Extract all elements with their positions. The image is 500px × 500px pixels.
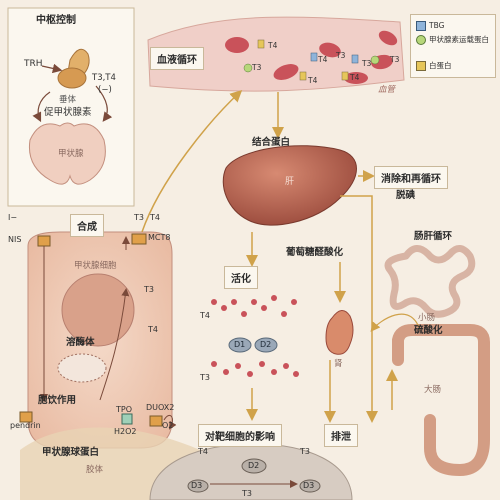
iodide-label: I−	[8, 213, 18, 222]
d2-enzyme	[254, 337, 278, 353]
kidney-shape	[325, 310, 354, 355]
legend-ttr: 甲状腺素运载蛋白	[416, 35, 490, 45]
target-t3-label: T3	[300, 447, 310, 456]
d2-label: D2	[260, 340, 272, 349]
legend: TBG 甲状腺素运载蛋白 白蛋白	[410, 14, 496, 78]
d2-enzyme-target	[241, 458, 267, 474]
large-intestine-label: 大肠	[424, 385, 442, 395]
trh-label: TRH	[24, 59, 43, 69]
mct8-transporter	[131, 233, 147, 245]
duox2-enzyme	[149, 415, 163, 427]
binding-proteins-label: 结合蛋白	[252, 137, 291, 148]
activation-title: 活化	[224, 266, 258, 289]
lysosome-label: 溶酶体	[66, 337, 95, 348]
large-intestine-shape	[392, 324, 490, 477]
hormone-label: T3	[390, 55, 400, 64]
target-t3-bottom-label: T3	[242, 489, 252, 498]
deiodination-label: 脱碘	[396, 190, 416, 201]
d1-enzyme	[228, 337, 252, 353]
excretion-box: 排泄	[324, 424, 358, 447]
d3-enzyme-right	[299, 479, 321, 493]
lysosome-shape	[57, 353, 107, 383]
synthesis-t4-label: T4	[150, 213, 160, 222]
target-effect-title: 对靶细胞的影响	[198, 424, 282, 447]
tsh-label: 促甲状腺素	[44, 107, 92, 118]
nis-label: NIS	[8, 235, 22, 244]
tbg-swatch-icon	[416, 21, 426, 31]
cell-nucleus	[61, 273, 135, 347]
legend-tbg: TBG	[416, 21, 490, 31]
hormone-label: T3	[336, 51, 346, 60]
target-d3-right-label: D3	[303, 481, 315, 490]
o2-label: O2	[162, 421, 174, 430]
d1-label: D1	[234, 340, 246, 349]
small-intestine-shape	[384, 245, 476, 318]
tpo-label: TPO	[116, 405, 133, 414]
albumin-swatch-icon	[416, 61, 426, 71]
h2o2-label: H2O2	[114, 427, 137, 436]
thyroglobulin-label: 甲状腺球蛋白	[42, 447, 100, 458]
feedback-t3t4-label: T3,T4	[92, 73, 116, 83]
small-intestine-label: 小肠	[418, 313, 436, 323]
clearance-box: 消除和再循环	[374, 166, 448, 189]
ttr-swatch-icon	[416, 35, 426, 45]
liver-label: 肝	[285, 177, 295, 187]
activation-t3-label: T3	[200, 373, 210, 382]
glucuronidation-label: 葡萄糖醛酸化	[286, 247, 344, 258]
feedback-minus-label: (−)	[98, 85, 112, 95]
nis-transporter	[37, 235, 51, 247]
hormone-label: T4	[268, 41, 278, 50]
pendrin-transporter	[19, 411, 33, 423]
vessel-label: 血管	[378, 85, 396, 95]
t3-molecule	[211, 361, 299, 377]
pituitary-lobe	[57, 67, 87, 89]
colloid-label: 胶体	[86, 465, 104, 475]
synthesis-t3-label: T3	[134, 213, 144, 222]
cell-t4-label: T4	[148, 325, 158, 334]
enterohepatic-title: 肠肝循环	[414, 231, 453, 242]
duox2-label: DUOX2	[146, 403, 175, 412]
legend-albumin: 白蛋白	[416, 61, 490, 71]
hormone-label: T4	[318, 55, 328, 64]
thyroid-cell-label: 甲状腺细胞	[74, 261, 117, 271]
d3-enzyme-left	[187, 479, 209, 493]
sulfation-label: 硫酸化	[414, 325, 443, 336]
red-blood-cells	[225, 30, 398, 84]
hormone-label: T4	[350, 73, 360, 82]
pinocytosis-label: 胞饮作用	[38, 395, 77, 406]
hormone-label: T3	[252, 63, 262, 72]
target-t4-label: T4	[198, 447, 208, 456]
hormone-label: T4	[308, 76, 318, 85]
target-d2-label: D2	[248, 461, 260, 470]
activation-t4-label: T4	[200, 311, 210, 320]
circulation-title: 血液循环	[150, 47, 204, 70]
liver-shape	[222, 145, 357, 226]
pendrin-label: pendrin	[10, 421, 41, 430]
t4-molecule	[211, 295, 297, 317]
pituitary-label: 垂体	[59, 95, 77, 105]
kidney-label: 肾	[334, 359, 343, 369]
hormone-label: T3	[362, 59, 372, 68]
synthesis-title: 合成	[70, 214, 104, 237]
target-d3-left-label: D3	[191, 481, 203, 490]
mct8-label: MCT8	[148, 233, 171, 242]
thyroid-gland-label: 甲状腺	[58, 149, 84, 159]
central-control-title: 中枢控制	[36, 15, 76, 26]
cell-t3-label: T3	[144, 285, 154, 294]
tpo-enzyme	[121, 413, 133, 425]
thyroid-gland-shape	[28, 122, 106, 185]
